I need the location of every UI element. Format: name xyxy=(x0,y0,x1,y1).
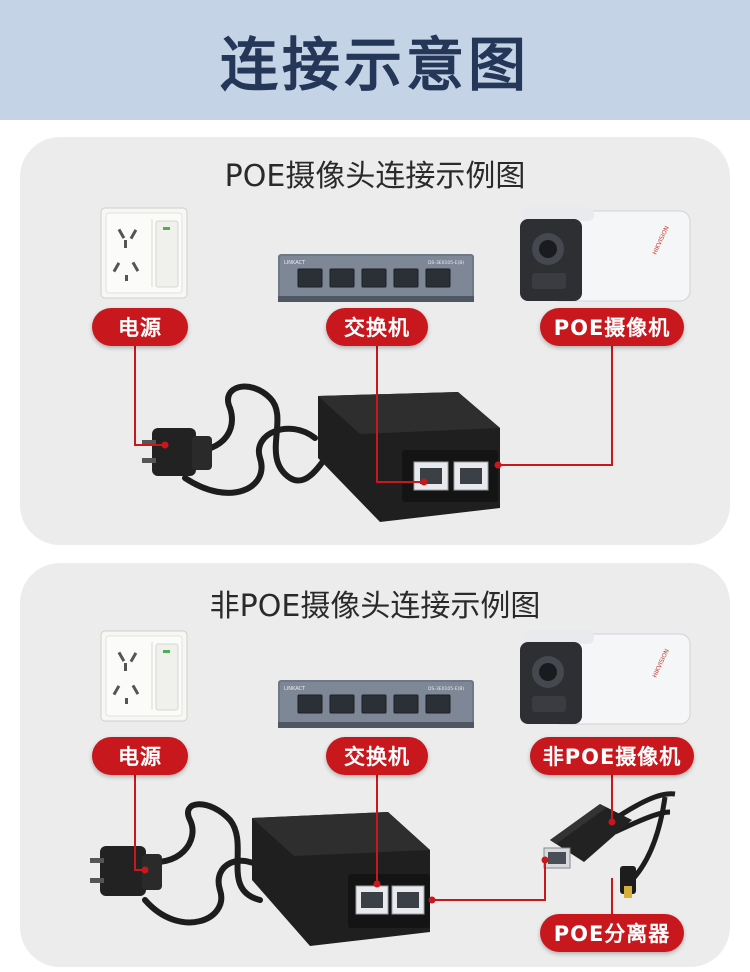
poe-camera-icon: HIKVISION xyxy=(510,207,692,307)
switch-label: 交换机 xyxy=(326,737,428,775)
poe-injector-adapter-icon xyxy=(140,378,520,526)
page-title: 连接示意图 xyxy=(220,18,530,102)
non-poe-camera-label: 非POE摄像机 xyxy=(530,737,694,775)
switch-model-label: DS-3E0105-E(B) xyxy=(428,686,464,692)
power-label: 电源 xyxy=(92,308,188,346)
wall-socket-icon xyxy=(100,207,188,299)
poe-panel-title: POE摄像头连接示例图 xyxy=(20,151,730,195)
poe-injector-adapter-icon xyxy=(90,800,440,950)
switch-brand-label: LINKACT xyxy=(284,260,306,266)
network-switch-icon: LINKACT DS-3E0105-E(B) xyxy=(278,254,474,302)
power-label: 电源 xyxy=(92,737,188,775)
switch-brand-label: LINKACT xyxy=(284,686,306,692)
network-switch-icon: LINKACT DS-3E0105-E(B) xyxy=(278,680,474,728)
poe-splitter-icon xyxy=(540,782,680,898)
header-banner: 连接示意图 xyxy=(0,0,750,120)
non-poe-camera-icon: HIKVISION xyxy=(510,630,692,730)
switch-label: 交换机 xyxy=(326,308,428,346)
switch-model-label: DS-3E0105-E(B) xyxy=(428,260,464,266)
poe-splitter-label: POE分离器 xyxy=(540,914,684,952)
non-poe-panel-title: 非POE摄像头连接示例图 xyxy=(20,581,730,625)
wall-socket-icon xyxy=(100,630,188,722)
poe-camera-label: POE摄像机 xyxy=(540,308,684,346)
power-plug-icon xyxy=(142,428,212,476)
power-plug-icon xyxy=(90,846,162,896)
